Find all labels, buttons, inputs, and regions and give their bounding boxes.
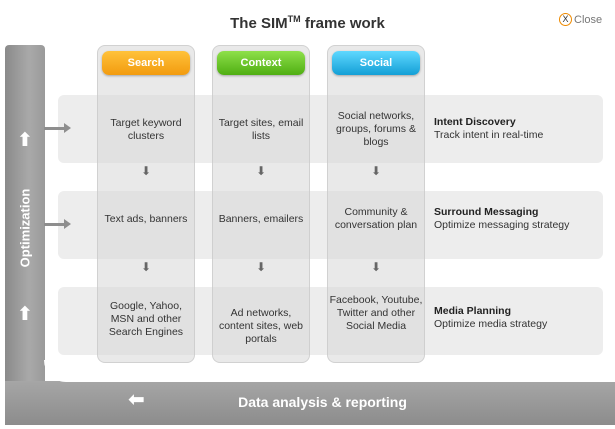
- row-title-intent: Intent Discovery Track intent in real-ti…: [434, 116, 543, 142]
- up-arrow-icon: ⬆: [17, 130, 33, 151]
- down-arrow-icon: ⬇: [140, 164, 152, 178]
- row-connector-arrow-2: [44, 219, 71, 229]
- reporting-bar: [5, 381, 615, 425]
- cell-social-messaging: Community & conversation plan: [334, 206, 418, 231]
- up-arrow-icon: ⬆: [17, 304, 33, 325]
- title-main: The SIM: [230, 15, 288, 32]
- cell-context-messaging: Banners, emailers: [218, 213, 304, 225]
- down-arrow-icon: ⬇: [370, 260, 382, 274]
- column-context: [212, 45, 310, 363]
- pill-social: Social: [332, 51, 420, 75]
- cell-search-messaging: Text ads, banners: [104, 213, 188, 225]
- row-heading: Media Planning: [434, 305, 512, 317]
- close-icon[interactable]: X: [559, 13, 572, 26]
- pill-context: Context: [217, 51, 305, 75]
- diagram-title: The SIMTM frame work: [0, 14, 615, 32]
- row-title-media: Media Planning Optimize media strategy: [434, 305, 547, 331]
- bar-corner-curve: [44, 360, 615, 382]
- cell-social-intent: Social networks, groups, forums & blogs: [336, 110, 416, 148]
- column-social: [327, 45, 425, 363]
- row-heading: Surround Messaging: [434, 206, 539, 218]
- cell-context-media: Ad networks, content sites, web portals: [218, 307, 304, 345]
- row-title-messaging: Surround Messaging Optimize messaging st…: [434, 206, 569, 232]
- down-arrow-icon: ⬇: [370, 164, 382, 178]
- pill-search: Search: [102, 51, 190, 75]
- close-label[interactable]: Close: [574, 13, 603, 26]
- column-search: [97, 45, 195, 363]
- row-subheading: Track intent in real-time: [434, 129, 544, 141]
- reporting-label: Data analysis & reporting: [238, 394, 407, 410]
- down-arrow-icon: ⬇: [140, 260, 152, 274]
- optimization-bar: [5, 45, 45, 425]
- left-arrow-icon: ⬅: [128, 389, 145, 411]
- title-rest: frame work: [300, 15, 385, 32]
- cell-social-media: Facebook, Youtube, Twitter and other Soc…: [329, 294, 423, 332]
- cell-search-intent: Target keyword clusters: [110, 117, 182, 142]
- cell-search-media: Google, Yahoo, MSN and other Search Engi…: [108, 300, 184, 338]
- row-subheading: Optimize messaging strategy: [434, 219, 570, 231]
- cell-context-intent: Target sites, email lists: [218, 117, 304, 142]
- optimization-label: Optimization: [17, 188, 33, 268]
- down-arrow-icon: ⬇: [255, 164, 267, 178]
- title-trademark: TM: [287, 14, 301, 24]
- down-arrow-icon: ⬇: [255, 260, 267, 274]
- row-connector-arrow-1: [44, 123, 71, 133]
- close-button[interactable]: X Close: [559, 13, 602, 26]
- row-subheading: Optimize media strategy: [434, 318, 548, 330]
- row-heading: Intent Discovery: [434, 116, 516, 128]
